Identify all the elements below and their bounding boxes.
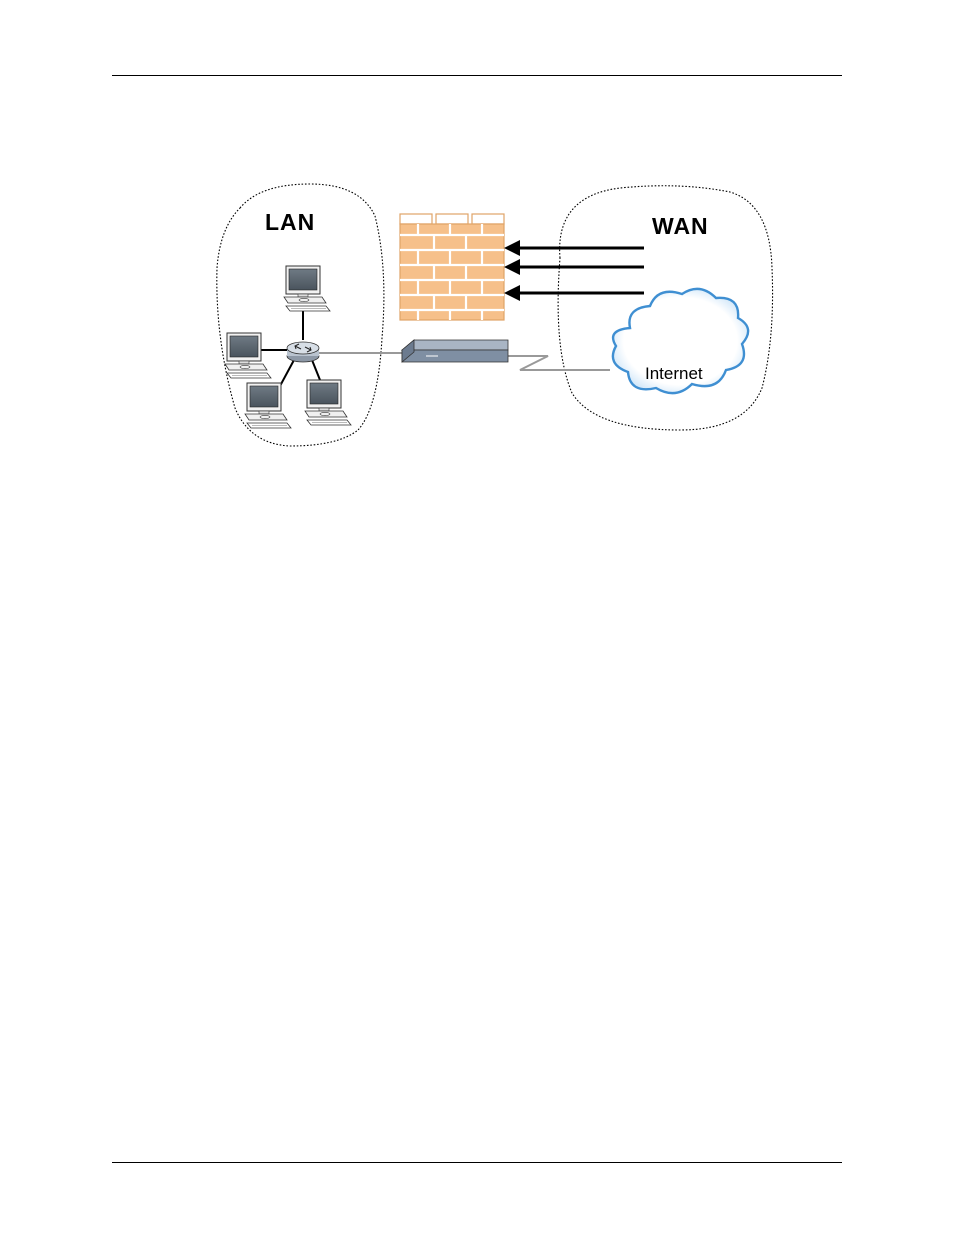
wan-label: WAN — [652, 213, 709, 239]
firewall-icon — [400, 214, 504, 320]
router-icon — [402, 340, 508, 362]
firewall-diagram: LAN WAN — [210, 178, 780, 450]
lan-label: LAN — [265, 209, 315, 235]
internet-label: Internet — [645, 364, 703, 383]
header-rule — [112, 75, 842, 76]
hub-icon — [287, 342, 319, 362]
footer-rule — [112, 1162, 842, 1163]
